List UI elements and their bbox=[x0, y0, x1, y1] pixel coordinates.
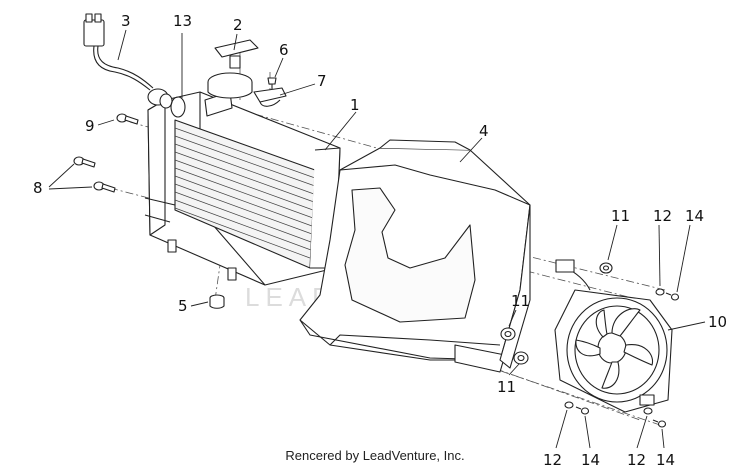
callout-11-top: 11 bbox=[611, 207, 630, 225]
render-credit: Rencered by LeadVenture, Inc. bbox=[285, 448, 465, 463]
leader-lines bbox=[48, 29, 706, 449]
callout-9: 9 bbox=[85, 117, 95, 135]
callout-1: 1 bbox=[350, 96, 360, 114]
screw-14-upper bbox=[665, 292, 680, 301]
bolt-9 bbox=[116, 113, 139, 125]
radiator-fins bbox=[174, 127, 316, 259]
callout-4: 4 bbox=[479, 122, 489, 140]
callout-3: 3 bbox=[121, 12, 131, 30]
callout-12-bottom-right: 12 bbox=[627, 451, 646, 469]
callout-6: 6 bbox=[279, 41, 289, 59]
grommet bbox=[209, 294, 225, 309]
fan-blades bbox=[575, 308, 654, 389]
callout-5: 5 bbox=[178, 297, 188, 315]
rubber-mount-lower bbox=[513, 351, 529, 365]
radiator-cap bbox=[207, 39, 259, 99]
washer-lower-right bbox=[643, 407, 653, 415]
callout-12-bottom-left: 12 bbox=[543, 451, 562, 469]
washer-lower-left bbox=[564, 401, 574, 409]
callout-8: 8 bbox=[33, 179, 43, 197]
washer-upper bbox=[655, 288, 665, 296]
cooling-fan bbox=[554, 259, 673, 413]
callout-11-bottom: 11 bbox=[497, 378, 516, 396]
screw-14-lower-left bbox=[575, 406, 590, 415]
rubber-mount-middle bbox=[500, 327, 516, 341]
radiator bbox=[144, 91, 341, 286]
bolt-8-upper bbox=[73, 156, 96, 168]
callout-14-bottom-left: 14 bbox=[581, 451, 600, 469]
fan-shroud bbox=[299, 139, 531, 373]
bolt-8-lower bbox=[93, 181, 116, 193]
callout-7: 7 bbox=[317, 72, 327, 90]
callout-10: 10 bbox=[708, 313, 727, 331]
callout-11-middle: 11 bbox=[511, 292, 530, 310]
callout-13: 13 bbox=[173, 12, 192, 30]
callout-12-top: 12 bbox=[653, 207, 672, 225]
clamp-bracket bbox=[253, 87, 287, 107]
o-ring bbox=[170, 96, 186, 118]
screw-14-lower-right bbox=[652, 419, 667, 428]
callout-14-top: 14 bbox=[685, 207, 704, 225]
callout-14-bottom-right: 14 bbox=[656, 451, 675, 469]
rubber-mount-upper bbox=[599, 262, 613, 274]
callout-2: 2 bbox=[233, 16, 243, 34]
temperature-sensor bbox=[83, 13, 173, 109]
